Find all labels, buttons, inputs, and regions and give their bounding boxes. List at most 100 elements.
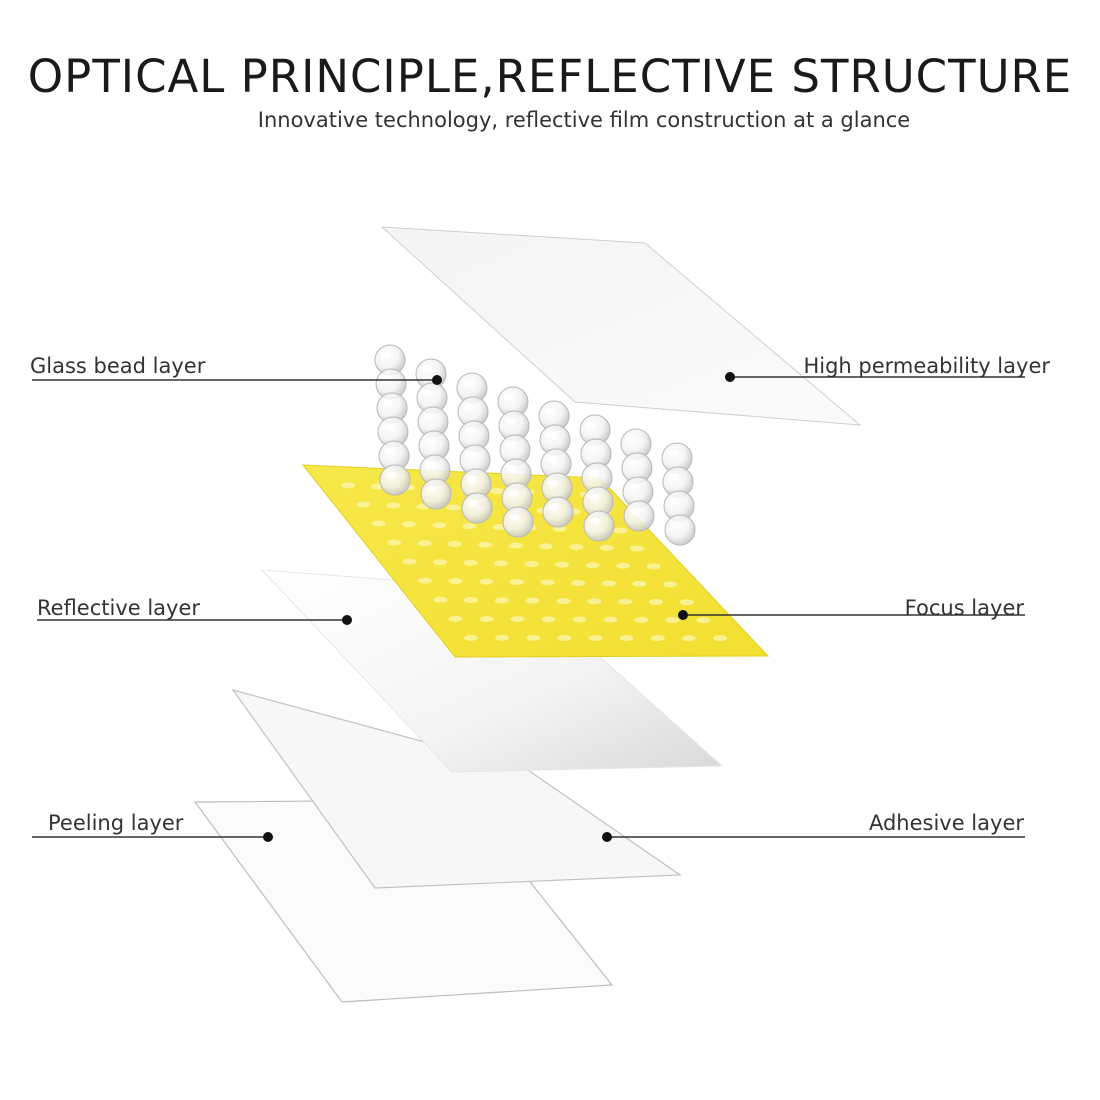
focus-lens-dot [618,598,633,605]
glass-bead-dot [432,375,442,385]
focus-lens-dot [629,545,644,552]
glass-bead-highlight [506,442,516,448]
glass-bead [461,492,493,524]
page-subtitle: Innovative technology, reflective film c… [257,108,911,132]
focus-lens-dot [569,543,584,550]
focus-lens-dot [508,542,523,549]
focus-dot [678,610,688,620]
focus-lens-dot [494,560,508,567]
focus-lens-dot [371,520,386,527]
glass-bead-highlight [465,428,475,434]
glass-bead-highlight [588,470,598,476]
focus-lens-dot [524,561,539,567]
glass-bead-highlight [385,448,395,454]
glass-bead-highlight [507,466,517,472]
focus-lens-dot [386,502,401,509]
focus-lens-dot [433,559,447,566]
focus-lens-dot [448,615,463,622]
focus-lens-dot [665,617,680,624]
focus-lens-dot [478,541,493,548]
leader-dots [263,372,735,842]
focus-lens-dot [603,616,618,623]
focus-lens-dot [417,540,432,547]
focus-lens-dot [494,597,509,604]
glass-bead-highlight [504,394,514,400]
glass-bead-highlight [509,514,519,520]
focus-lens-dot [417,577,432,584]
focus-lens-dot [387,539,402,546]
focus-lens-dot [509,579,524,586]
focus-lens-dot [646,563,661,570]
glass-bead-highlight [463,380,473,386]
focus-lens-dot [679,599,694,606]
glass-bead-highlight [505,418,515,424]
glass-bead-highlight [423,390,433,396]
focus-lens-dot [490,488,505,495]
glass-bead-highlight [548,480,558,486]
focus-lens-dot [555,561,569,568]
focus-lens-dot [510,616,525,623]
reflective-layer-label: Reflective layer [37,596,200,620]
focus-lens-dot [526,634,541,641]
focus-lens-dot [616,562,630,569]
high-permeability-dot [725,372,735,382]
glass-bead-highlight [381,352,391,358]
glass-bead-highlight [424,414,434,420]
glass-bead-highlight [508,490,518,496]
glass-bead-highlight [669,474,679,480]
glass-bead-highlight [382,376,392,382]
glass-bead-highlight [586,422,596,428]
focus-lens-dot [571,579,586,586]
focus-lens-dot [696,617,711,624]
glass-bead-highlight [546,432,556,438]
glass-bead-layer-label: Glass bead layer [30,354,206,378]
high-permeability-layer-sheet [380,226,862,426]
focus-lens-dot [601,580,616,587]
focus-lens-dot [446,504,461,511]
focus-lens-dot [464,597,479,604]
glass-bead [420,478,452,510]
focus-lens-dot [588,635,603,641]
focus-lens-dot [557,634,572,641]
focus-lens-dot [447,541,462,548]
glass-bead-highlight [384,424,394,430]
focus-lens-dot [587,598,602,605]
glass-bead-highlight [464,404,474,410]
high-permeability-layer-label: High permeability layer [803,354,1050,378]
glass-bead [583,510,615,542]
glass-bead-highlight [466,452,476,458]
glass-bead-highlight [668,450,678,456]
glass-bead-highlight [671,522,681,528]
adhesive-layer-label: Adhesive layer [869,811,1024,835]
focus-lens-dot [356,501,371,508]
focus-lens-dot [613,527,628,534]
glass-bead-highlight [590,518,600,524]
focus-lens-dot [463,634,478,641]
focus-lens-dot [681,635,696,642]
focus-lens-dot [433,596,448,603]
focus-lens-dot [599,544,614,551]
glass-bead-highlight [628,460,638,466]
focus-lens-dot [619,635,634,642]
focus-lens-dot [402,558,417,565]
glass-bead-highlight [468,500,478,506]
glass-bead-highlight [547,456,557,462]
peeling-layer-label: Peeling layer [48,811,184,835]
focus-lens-dot [632,580,647,587]
focus-lens-dot [585,562,600,569]
focus-lens-dot [462,523,477,530]
focus-lens-dot [448,578,463,585]
glass-bead [664,514,696,546]
glass-bead-highlight [383,400,393,406]
glass-bead-highlight [545,408,555,414]
glass-bead-highlight [386,472,396,478]
focus-lens-dot [634,616,649,623]
focus-layer-label: Focus layer [905,596,1025,620]
focus-lens-dot [663,581,678,588]
focus-lens-dot [525,597,540,604]
glass-bead [623,500,655,532]
glass-bead-highlight [426,462,436,468]
focus-lens-dot [495,634,510,641]
focus-lens-dot [463,559,478,566]
glass-bead-highlight [629,484,639,490]
